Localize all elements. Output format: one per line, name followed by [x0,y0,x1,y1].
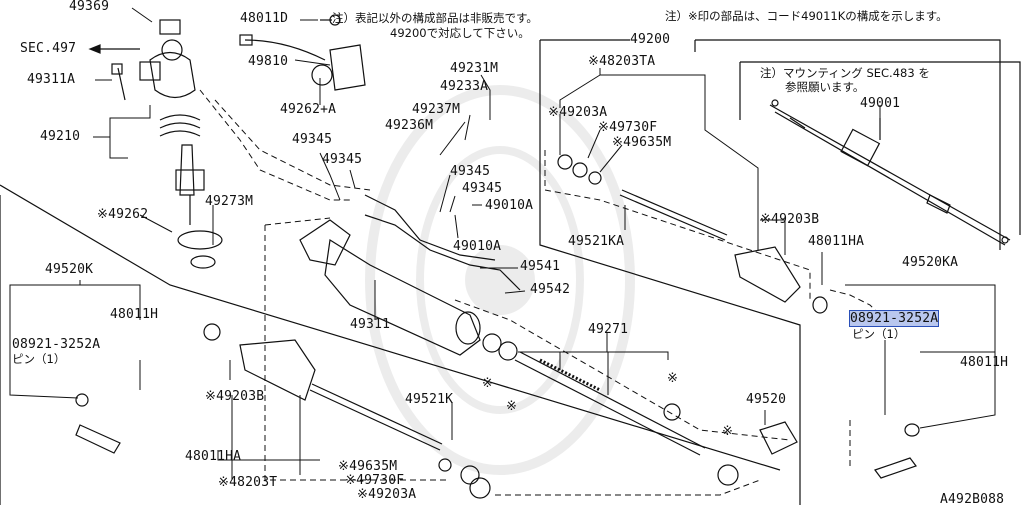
label-48011h-left: 48011H [110,307,159,322]
label-49200: 49200 [630,32,671,47]
label-49521ka: 49521KA [568,234,625,249]
label-48011h-right: 48011H [960,355,1009,370]
note-use-49200: 49200で対応して下さい。 [390,26,530,40]
label-49262-star: ※49262 [97,207,149,222]
label-49010a-a: 49010A [485,198,534,213]
label-49635m-bot: ※49635M [338,459,398,474]
label-49520ka: 49520KA [902,255,959,270]
diagram-code: A492B088 [940,492,1005,507]
label-49521k: 49521K [405,392,454,407]
label-49262a: 49262+A [280,102,337,117]
label-49345-c: 49345 [450,164,491,179]
leader-lines [9,7,996,480]
label-49542: 49542 [530,282,571,297]
label-49810: 49810 [248,54,289,69]
label-pin-left: ピン（1） [12,352,66,366]
label-49730f-top: ※49730F [598,120,658,135]
label-49236m: 49236M [385,118,434,133]
label-48203ta: ※48203TA [588,54,656,69]
label-49311: 49311 [350,317,391,332]
label-pin-right: ピン（1） [852,327,906,341]
label-49001: 49001 [860,96,901,111]
label-49730f-bot: ※49730F [345,473,405,488]
label-49271: 49271 [588,322,629,337]
label-49345-b: 49345 [322,152,363,167]
left-boot-tierod [75,323,491,499]
label-49520k: 49520K [45,262,94,277]
right-boot-tierod [557,154,920,479]
label-48011d: 48011D [240,11,289,26]
label-49210: 49210 [40,129,81,144]
label-08921-left: 08921-3252A [12,337,101,352]
label-49010a-b: 49010A [453,239,502,254]
label-48203t: ※48203T [218,475,278,490]
assembly-outline-lines [0,39,1021,505]
star-mark-1: ※ [482,376,494,391]
label-49237m: 49237M [412,102,461,117]
pressure-tubes [364,194,521,291]
label-49541: 49541 [520,259,561,274]
label-48011ha-right: 48011HA [808,234,865,249]
label-49203b-left: ※49203B [205,389,265,404]
gearbox-valve-top-left [111,19,223,269]
label-49520: 49520 [746,392,787,407]
label-49231m: 49231M [450,61,499,76]
label-49233a: 49233A [440,79,489,94]
sensor-49810 [239,14,366,91]
label-48011ha-left: 48011HA [185,449,242,464]
star-mark-4: ※ [722,424,734,439]
note-mounting-2: 参照願います。 [785,80,865,94]
watermark-emblem [365,85,635,475]
label-49345-a: 49345 [292,132,333,147]
label-49345-d: 49345 [462,181,503,196]
label-49203a-bot: ※49203A [357,487,417,502]
rack-bar-49271 [514,351,706,456]
label-49273m: 49273M [205,194,254,209]
label-49203a-top: ※49203A [548,105,608,120]
star-mark-3: ※ [667,371,679,386]
label-sec497: SEC.497 [20,41,77,56]
label-49203b-right: ※49203B [760,212,820,227]
highlighted-part-number[interactable]: 08921-3252A [848,310,940,327]
note-mounting-1: 注）マウンティング SEC.483 を [760,66,930,80]
sec497-arrow [88,44,140,54]
star-mark-2: ※ [506,399,518,414]
label-08921-right: 08921-3252A [848,310,940,327]
note-star-meaning: 注）※印の部品は、コード49011Kの構成を示します。 [665,9,948,23]
label-49311a: 49311A [27,72,76,87]
dashed-guides [199,89,891,496]
note-not-sold: 注）表記以外の構成部品は非販売です。 [332,11,538,25]
bushing-49520 [717,421,798,486]
gear-housing-49311 [299,219,518,361]
rack-assembly-49001 [769,99,1011,246]
label-49369: 49369 [69,0,110,14]
label-49635m-top: ※49635M [612,135,672,150]
